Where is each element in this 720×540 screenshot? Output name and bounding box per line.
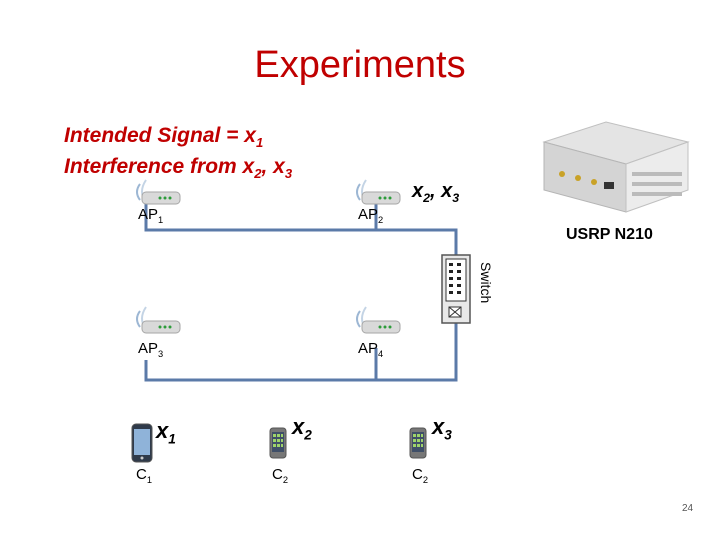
ap2-signal-a-sub: 2: [423, 191, 431, 205]
phone-c2-icon: [269, 427, 287, 459]
ap2-signal-label: x2, x3: [412, 180, 459, 205]
client3-signal-sub: 3: [444, 427, 452, 443]
wire-top: [144, 200, 458, 262]
router-ap4-icon: [356, 306, 401, 334]
client2-signal: x: [292, 414, 305, 439]
interference-sub2: 3: [284, 166, 293, 182]
ap2-prefix: AP: [358, 206, 379, 223]
wire-bottom: [144, 318, 458, 382]
ap2-sub: 2: [378, 215, 384, 225]
client3-signal-label: x3: [432, 414, 452, 442]
ap1-sub: 1: [158, 215, 164, 225]
interference-text: Interference from x2, x3: [64, 155, 292, 181]
client1-signal-sub: 1: [168, 431, 176, 447]
intended-signal-prefix: Intended Signal = x: [64, 124, 256, 147]
phone-c2b-icon: [409, 427, 427, 459]
intended-signal-text: Intended Signal = x1: [64, 124, 263, 150]
ap2-signal-b-sub: 3: [452, 191, 460, 205]
interference-prefix: Interference from x: [64, 155, 255, 178]
ap1-label: AP1: [138, 206, 163, 225]
client2-sub: 2: [282, 475, 289, 485]
ap2-signal-a: x: [412, 180, 424, 202]
intended-signal-sub: 1: [255, 135, 264, 151]
ap1-prefix: AP: [138, 206, 159, 223]
router-ap1-icon: [136, 179, 181, 205]
slide-title: Experiments: [254, 44, 466, 86]
client2-prefix: C: [272, 466, 283, 483]
ap4-prefix: AP: [358, 340, 379, 357]
network-switch-icon: [441, 254, 471, 324]
ap3-label: AP3: [138, 340, 163, 359]
client1-sub: 1: [146, 475, 153, 485]
usrp-label: USRP N210: [566, 226, 653, 243]
interference-sub1: 2: [254, 166, 262, 182]
network-wires: [144, 200, 458, 382]
page-number: 24: [682, 503, 694, 514]
client2-signal-label: x2: [292, 414, 312, 442]
interference-sep: , x: [261, 155, 285, 178]
phone-c1-icon: [131, 423, 153, 463]
ap3-prefix: AP: [138, 340, 159, 357]
client3-prefix: C: [412, 466, 423, 483]
usrp-device-icon: [542, 121, 690, 213]
client1-label: C1: [136, 466, 152, 485]
ap2-label: AP2: [358, 206, 383, 225]
client3-label: C2: [412, 466, 428, 485]
ap4-label: AP4: [358, 340, 383, 359]
client1-prefix: C: [136, 466, 147, 483]
router-ap3-icon: [136, 306, 181, 334]
client2-signal-sub: 2: [304, 427, 312, 443]
ap4-sub: 4: [378, 349, 384, 359]
client1-signal-label: x1: [156, 418, 176, 446]
router-ap2-icon: [356, 179, 401, 205]
switch-label: Switch: [478, 262, 494, 304]
client3-sub: 2: [422, 475, 429, 485]
client3-signal: x: [432, 414, 445, 439]
client1-signal: x: [156, 418, 169, 443]
ap3-sub: 3: [158, 349, 164, 359]
client2-label: C2: [272, 466, 288, 485]
ap2-signal-sep: , x: [430, 180, 453, 202]
